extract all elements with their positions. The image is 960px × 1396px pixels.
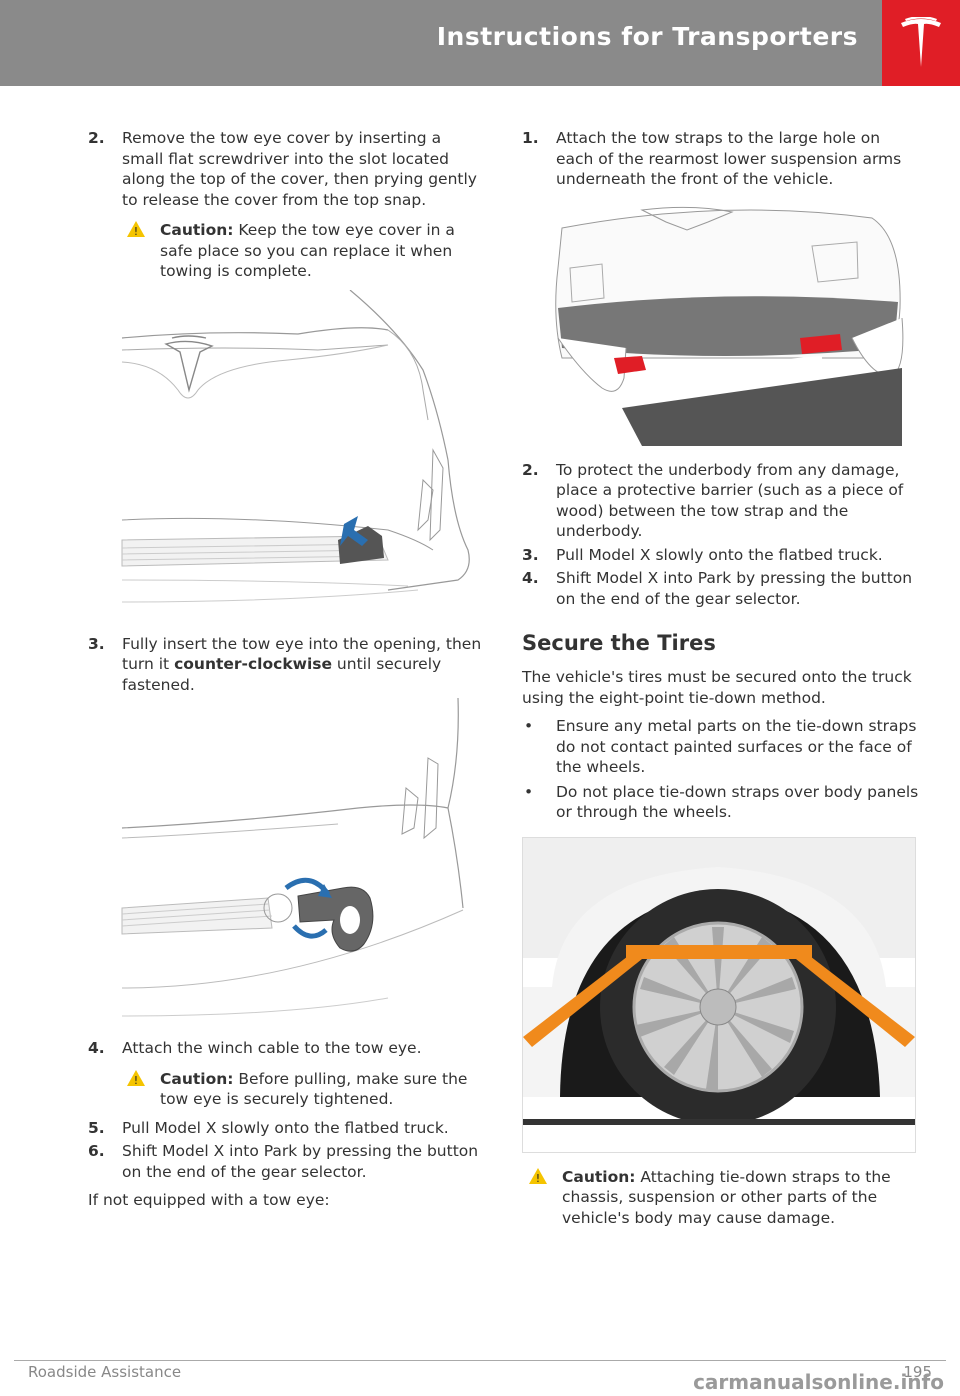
step-text: Remove the tow eye cover by inserting a …: [122, 129, 477, 209]
step-number: 3.: [522, 545, 539, 564]
underbody-tow-straps-illustration: [555, 206, 904, 446]
page-header: Instructions for Transporters: [0, 0, 960, 86]
step-number: 5.: [88, 1118, 105, 1137]
caution-text: Attaching tie-down straps to the chassis…: [562, 1167, 891, 1227]
caution-label: Caution:: [160, 221, 234, 239]
footer-section: Roadside Assistance: [28, 1363, 182, 1381]
svg-text:!: !: [134, 225, 138, 238]
step-number: 1.: [522, 129, 539, 147]
step-text: Shift Model X into Park by pressing the …: [122, 1142, 479, 1181]
step-text: To protect the underbody from any damage…: [556, 460, 904, 541]
step-text: Pull Model X slowly onto the flatbed tru…: [556, 545, 883, 564]
caution-note: ! Caution: Attaching tie-down straps to …: [522, 1167, 920, 1229]
step-number: 4.: [88, 1039, 105, 1057]
left-step-2: 2. Remove the tow eye cover by inserting…: [88, 128, 483, 210]
caution-text: Keep the tow eye cover in a safe place s…: [160, 221, 455, 280]
right-step-4: 4. Shift Model X into Park by pressing t…: [522, 568, 920, 609]
caution-text: Before pulling, make sure the tow eye is…: [160, 1069, 468, 1109]
warning-triangle-icon: !: [127, 221, 145, 238]
caution-label: Caution:: [160, 1069, 234, 1088]
tow-eye-insert-illustration: [121, 698, 464, 1017]
section-intro: The vehicle's tires must be secured onto…: [522, 668, 912, 707]
step-number: 6.: [88, 1142, 105, 1160]
step-text-part: until securely fastened.: [122, 655, 442, 694]
step-text: Fully insert the tow eye into the openin…: [122, 634, 483, 696]
step-text-bold: counter-clockwise: [174, 655, 332, 673]
bullet-text: Ensure any metal parts on the tie-down s…: [556, 717, 917, 776]
caution-label: Caution:: [562, 1167, 636, 1186]
bullet-item: • Ensure any metal parts on the tie-down…: [522, 716, 920, 778]
page-title: Instructions for Transporters: [436, 22, 858, 51]
left-step-5: 5. Pull Model X slowly onto the flatbed …: [88, 1118, 483, 1139]
page-number: 195: [903, 1363, 932, 1381]
step-number: 4.: [522, 569, 539, 587]
step-number: 2.: [88, 129, 105, 147]
warning-triangle-icon: !: [529, 1167, 547, 1185]
tow-eye-cover-illustration: [121, 289, 470, 602]
step-text: Pull Model X slowly onto the flatbed tru…: [122, 1118, 449, 1137]
no-tow-eye-text: If not equipped with a tow eye:: [88, 1191, 330, 1209]
caution-note: ! Caution: Before pulling, make sure the…: [88, 1069, 483, 1110]
left-step-3: 3. Fully insert the tow eye into the ope…: [88, 634, 483, 696]
step-text-part: Fully insert the tow eye into the openin…: [122, 634, 482, 674]
warning-triangle-icon: !: [127, 1069, 145, 1087]
step-text: Shift Model X into Park by pressing the …: [556, 569, 913, 608]
step-number: 2.: [522, 460, 539, 479]
svg-text:!: !: [536, 1172, 540, 1185]
step-text: Attach the winch cable to the tow eye.: [122, 1039, 422, 1057]
section-title: Secure the Tires: [522, 631, 716, 655]
right-step-3: 3. Pull Model X slowly onto the flatbed …: [522, 545, 920, 566]
watermark: carmanualsonline.info: [693, 1370, 944, 1394]
right-step-2: 2. To protect the underbody from any dam…: [522, 460, 920, 542]
step-text: Attach the tow straps to the large hole …: [556, 129, 902, 188]
caution-note: ! Caution: Keep the tow eye cover in a s…: [88, 220, 483, 282]
left-step-6: 6. Shift Model X into Park by pressing t…: [88, 1141, 483, 1182]
tesla-logo-icon: [882, 0, 960, 86]
svg-text:!: !: [134, 1074, 138, 1087]
bullet-text: Do not place tie-down straps over body p…: [556, 782, 919, 822]
bullet-item: • Do not place tie-down straps over body…: [522, 782, 920, 823]
tire-tie-down-illustration: [522, 836, 916, 1153]
left-column: 2. Remove the tow eye cover by inserting…: [88, 128, 483, 1219]
footer-divider: [14, 1360, 946, 1361]
right-step-1: 1. Attach the tow straps to the large ho…: [522, 128, 920, 190]
left-step-4: 4. Attach the winch cable to the tow eye…: [88, 1038, 483, 1059]
bullet-dot: •: [524, 717, 534, 735]
step-number: 3.: [88, 634, 105, 653]
right-column: 1. Attach the tow straps to the large ho…: [522, 128, 920, 1236]
bullet-dot: •: [524, 782, 534, 801]
